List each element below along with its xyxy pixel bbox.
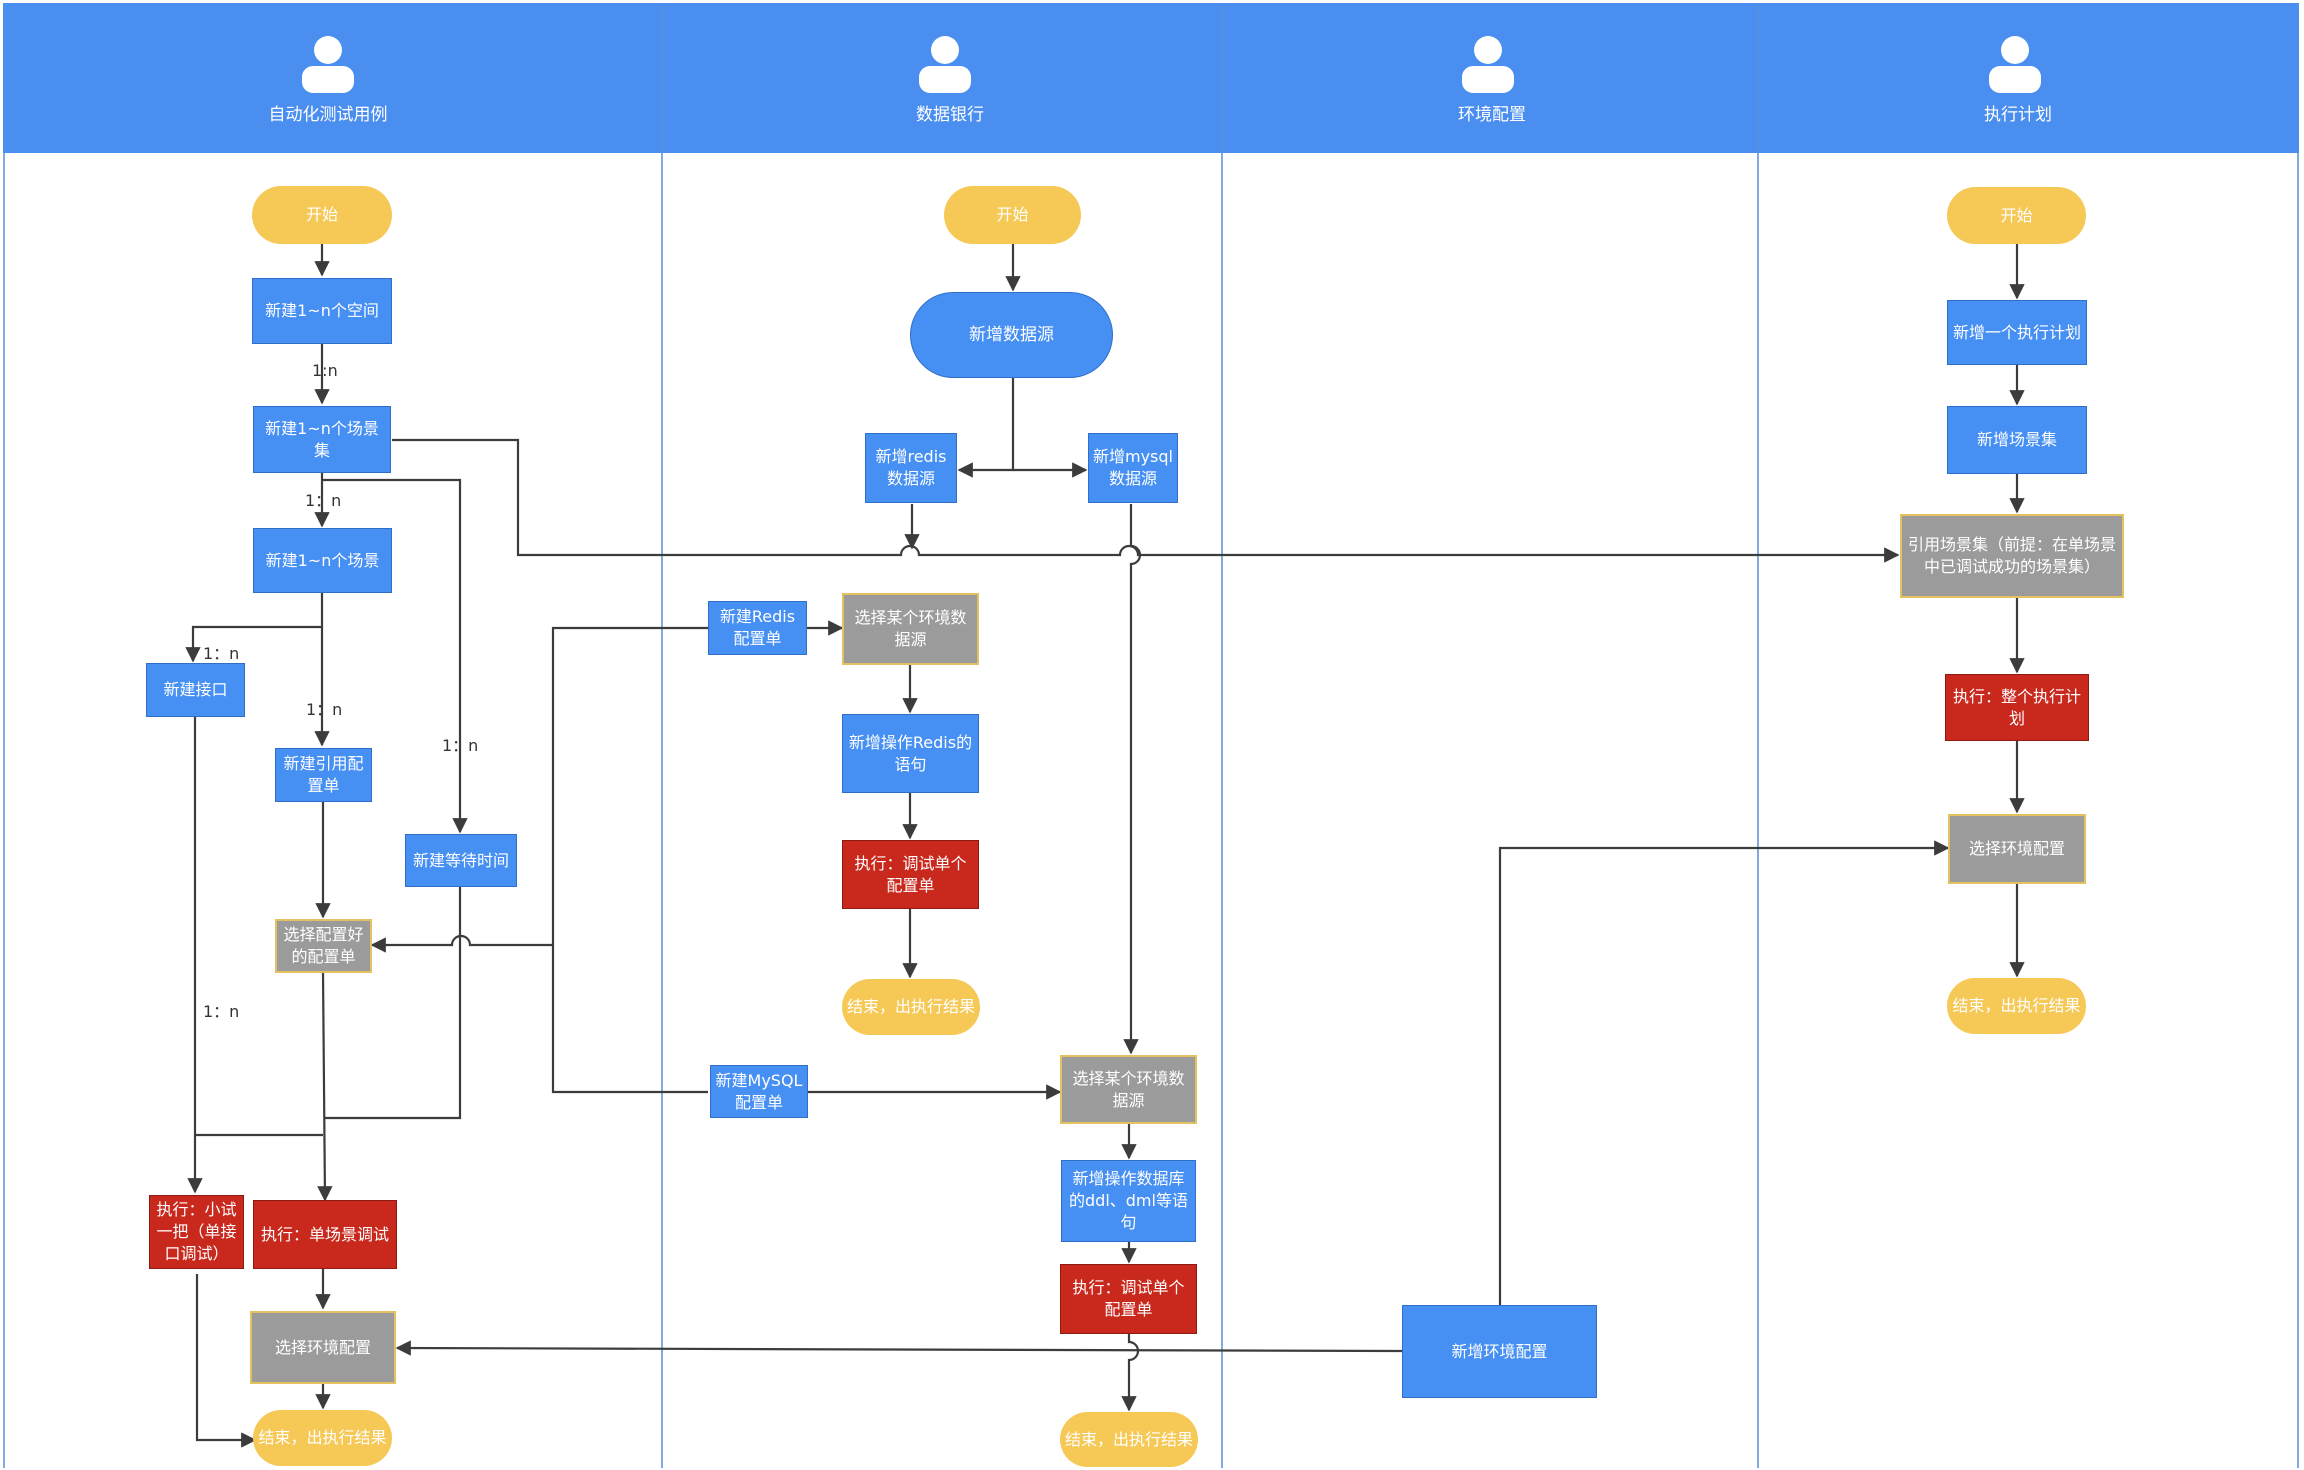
edge-label-interface-to-exec: 1：n bbox=[203, 1002, 240, 1021]
edge-scenario-to-interface bbox=[185, 593, 324, 663]
lane-title: 自动化测试用例 bbox=[268, 105, 388, 125]
ref-scenario-set-node: 引用场景集（前提：在单场景中已调试成功的场景集） bbox=[1900, 514, 2124, 598]
select-env-datasource-node: 选择某个环境数据源 bbox=[1060, 1055, 1197, 1124]
edge-label-set-to-wait: 1：n bbox=[442, 736, 479, 755]
exec-single-scenario-node: 执行：单场景调试 bbox=[253, 1200, 397, 1269]
start-terminal: 开始 bbox=[944, 186, 1081, 244]
exec-mysql-config-node: 执行：调试单个配置单 bbox=[1060, 1264, 1197, 1334]
select-env-node: 选择环境配置 bbox=[1948, 814, 2086, 884]
end-terminal: 结束，出执行结果 bbox=[253, 1410, 392, 1466]
edge-trunk-to-select bbox=[370, 934, 553, 953]
new-interface-node: 新建接口 bbox=[146, 663, 245, 717]
edge-env-to-auto-select bbox=[395, 1340, 1403, 1356]
start-terminal: 开始 bbox=[1947, 187, 2086, 244]
edge-label-space-to-set: 1:n bbox=[312, 361, 338, 380]
user-icon bbox=[1462, 36, 1514, 93]
select-config-node: 选择配置好的配置单 bbox=[275, 919, 372, 973]
lane-title: 数据银行 bbox=[916, 105, 984, 125]
edge-bank-configs-to-select bbox=[551, 626, 708, 1094]
new-db-statement-node: 新增操作数据库的ddl、dml等语句 bbox=[1061, 1160, 1196, 1242]
edge-label-scenario-to-ref: 1：n bbox=[306, 700, 343, 719]
new-env-config-node: 新增环境配置 bbox=[1402, 1305, 1597, 1398]
new-ref-config-node: 新建引用配置单 bbox=[275, 748, 372, 802]
new-datasource-node: 新增数据源 bbox=[910, 292, 1113, 378]
edge-select-to-join bbox=[317, 971, 333, 1202]
edge-env-to-plan-select bbox=[1498, 840, 1950, 1305]
edge-wait-to-join bbox=[325, 886, 462, 1120]
user-icon bbox=[919, 36, 971, 93]
new-scenario-node: 新建1~n个场景 bbox=[253, 528, 392, 593]
new-mysql-config-node: 新建MySQL配置单 bbox=[710, 1065, 808, 1118]
new-scenario-set-node: 新建1~n个场景集 bbox=[253, 406, 391, 473]
new-wait-time-node: 新建等待时间 bbox=[405, 834, 517, 887]
new-redis-statement-node: 新增操作Redis的语句 bbox=[842, 714, 979, 793]
exec-plan-node: 执行：整个执行计划 bbox=[1945, 674, 2089, 741]
edge-set-to-ref-scenario bbox=[392, 438, 1900, 563]
edge-set-branch-to-wait bbox=[322, 478, 468, 834]
select-env-datasource-node: 选择某个环境数据源 bbox=[842, 593, 979, 665]
exec-redis-config-node: 执行：调试单个配置单 bbox=[842, 840, 979, 909]
lane-title: 环境配置 bbox=[1458, 105, 1526, 125]
edge-exec-to-mysql-end bbox=[1121, 1334, 1140, 1412]
lane-title: 执行计划 bbox=[1984, 105, 2052, 125]
new-redis-datasource-node: 新增redis数据源 bbox=[865, 433, 957, 503]
new-space-node: 新建1~n个空间 bbox=[252, 278, 392, 344]
end-terminal: 结束，出执行结果 bbox=[1947, 978, 2086, 1034]
end-terminal: 结束，出执行结果 bbox=[1060, 1412, 1198, 1467]
exec-try-node: 执行：小试一把（单接口调试） bbox=[149, 1195, 244, 1269]
end-terminal: 结束，出执行结果 bbox=[842, 979, 980, 1035]
user-icon bbox=[302, 36, 354, 93]
edge-ds-to-redis bbox=[957, 378, 1015, 478]
new-mysql-datasource-node: 新增mysql数据源 bbox=[1088, 433, 1178, 503]
new-redis-config-node: 新建Redis配置单 bbox=[708, 601, 807, 655]
edge-try-to-end bbox=[195, 1274, 257, 1448]
lane-header-band bbox=[3, 3, 2299, 153]
new-plan-scenario-set-node: 新增场景集 bbox=[1947, 406, 2087, 474]
edge-label-set-to-scenario: 1：n bbox=[305, 491, 342, 510]
edge-label-scenario-to-interface: 1：n bbox=[203, 644, 240, 663]
new-plan-node: 新增一个执行计划 bbox=[1947, 300, 2087, 365]
select-env-node: 选择环境配置 bbox=[250, 1311, 396, 1384]
user-icon bbox=[1989, 36, 2041, 93]
edge-mysql-to-select bbox=[1123, 504, 1142, 1055]
start-terminal: 开始 bbox=[252, 186, 392, 244]
